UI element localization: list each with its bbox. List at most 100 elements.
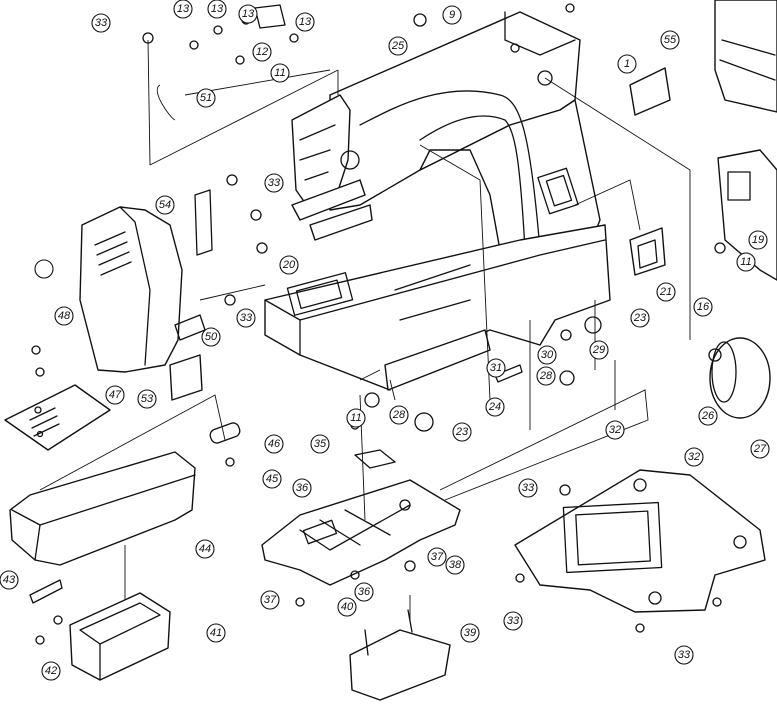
callout-circle (105, 385, 125, 405)
callout-circle (91, 13, 111, 33)
callout-circle (388, 36, 408, 56)
callout-circle (337, 597, 357, 617)
callout-circle (252, 42, 272, 62)
callout-33: 33 (503, 611, 523, 631)
callout-circle (206, 623, 226, 643)
callout-label: 13 (242, 8, 255, 20)
machine-arm-casting (291, 11, 601, 251)
callout-circle (137, 389, 157, 409)
callout-label: 41 (210, 627, 222, 639)
callout-26: 26 (698, 406, 718, 426)
callout-label: 16 (697, 301, 710, 313)
callout-label: 33 (95, 17, 108, 29)
callout-12: 12 (252, 42, 272, 62)
callout-label: 53 (141, 393, 154, 405)
callout-circle (736, 252, 756, 272)
callout-53: 53 (137, 389, 157, 409)
callout-label: 20 (282, 259, 296, 271)
callout-label: 27 (753, 443, 767, 455)
callout-label: 48 (58, 310, 71, 322)
callout-label: 28 (392, 409, 406, 421)
callout-13: 13 (295, 12, 315, 32)
callout-24: 24 (485, 397, 505, 417)
callout-circle (485, 397, 505, 417)
small-panels (169, 67, 671, 401)
callout-circle (674, 645, 694, 665)
accessory-box (69, 592, 171, 681)
callout-31: 31 (486, 358, 506, 378)
callout-label: 31 (490, 362, 502, 374)
callout-25: 25 (388, 36, 408, 56)
callout-label: 37 (264, 594, 277, 606)
callout-label: 45 (266, 473, 279, 485)
callout-33: 33 (264, 173, 284, 193)
callout-circle (264, 173, 284, 193)
callout-29: 29 (589, 340, 609, 360)
callout-36: 36 (354, 582, 374, 602)
callout-circle (270, 63, 290, 83)
callout-label: 13 (299, 16, 312, 28)
callout-label: 25 (391, 40, 405, 52)
callout-label: 46 (268, 438, 281, 450)
callout-circle (460, 623, 480, 643)
callout-50: 50 (201, 327, 221, 347)
callout-47: 47 (105, 385, 125, 405)
callout-label: 1 (624, 58, 630, 70)
callout-circle (346, 408, 366, 428)
callout-23: 23 (630, 308, 650, 328)
callout-27: 27 (750, 439, 770, 459)
callout-label: 39 (464, 627, 476, 639)
handwheel (708, 337, 771, 419)
callout-37: 37 (427, 547, 447, 567)
machine-bed (264, 224, 611, 391)
callout-circle (536, 366, 556, 386)
callout-label: 36 (358, 586, 371, 598)
callout-label: 23 (455, 426, 469, 438)
leader-lines (39, 39, 691, 620)
callout-label: 33 (678, 649, 691, 661)
callout-circle (201, 327, 221, 347)
callout-label: 33 (507, 615, 520, 627)
callout-label: 50 (205, 331, 218, 343)
callout-label: 28 (539, 370, 553, 382)
callout-33: 33 (236, 308, 256, 328)
callout-label: 38 (449, 559, 462, 571)
callout-circle (427, 547, 447, 567)
callout-label: 42 (45, 665, 57, 677)
callout-circle (750, 439, 770, 459)
callout-circle (748, 230, 768, 250)
callout-11: 11 (346, 408, 366, 428)
callout-36: 36 (292, 478, 312, 498)
callout-circle (173, 0, 193, 19)
bottom-plate (514, 469, 766, 613)
callout-circle (292, 478, 312, 498)
callout-circle (260, 590, 280, 610)
callout-28: 28 (389, 405, 409, 425)
face-cover (79, 206, 183, 373)
callout-circle (617, 54, 637, 74)
callout-33: 33 (518, 478, 538, 498)
callout-circle (630, 308, 650, 328)
callout-label: 54 (159, 199, 171, 211)
callout-circle (503, 611, 523, 631)
callout-circle (34, 259, 54, 279)
callout-label: 12 (256, 46, 268, 58)
callout-13: 13 (207, 0, 227, 19)
callout-label: 21 (659, 286, 672, 298)
callout-circle (238, 4, 258, 24)
callout-33: 33 (91, 13, 111, 33)
callout-11: 11 (270, 63, 290, 83)
callout-circle (698, 406, 718, 426)
callout-35: 35 (310, 434, 330, 454)
callout-45: 45 (262, 469, 282, 489)
callout-32: 32 (605, 420, 625, 440)
callout-11: 11 (736, 252, 756, 272)
callout-circle (0, 570, 19, 590)
callout-label: 32 (688, 451, 700, 463)
callout-circle (660, 30, 680, 50)
callout-label: 26 (701, 410, 715, 422)
callout-19: 19 (748, 230, 768, 250)
callout-33: 33 (674, 645, 694, 665)
callout-44: 44 (195, 539, 215, 559)
